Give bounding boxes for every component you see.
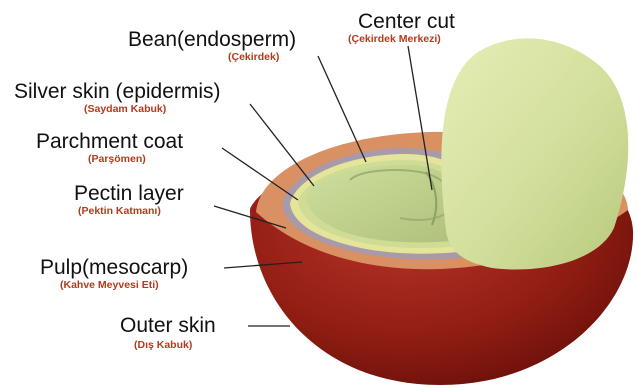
label-outer-skin: Outer skin: [120, 314, 216, 337]
label-parchment: Parchment coat: [36, 130, 183, 153]
label-outer-skin-sub: (Dış Kabuk): [134, 339, 192, 351]
label-pectin: Pectin layer: [74, 182, 184, 205]
label-silver-skin: Silver skin (epidermis): [14, 80, 221, 103]
label-bean: Bean(endosperm): [128, 28, 296, 51]
label-center-cut: Center cut: [358, 10, 455, 33]
label-pulp-sub: (Kahve Meyvesi Eti): [60, 279, 159, 291]
label-center-cut-sub: (Çekirdek Merkezi): [348, 33, 441, 45]
bean-half-uncut-shape: [441, 38, 628, 269]
label-silver-skin-sub: (Saydam Kabuk): [84, 103, 166, 115]
label-bean-sub: (Çekirdek): [228, 51, 279, 63]
label-pectin-sub: (Pektin Katmanı): [78, 205, 161, 217]
label-parchment-sub: (Parşömen): [88, 153, 146, 165]
label-pulp: Pulp(mesocarp): [40, 256, 188, 279]
